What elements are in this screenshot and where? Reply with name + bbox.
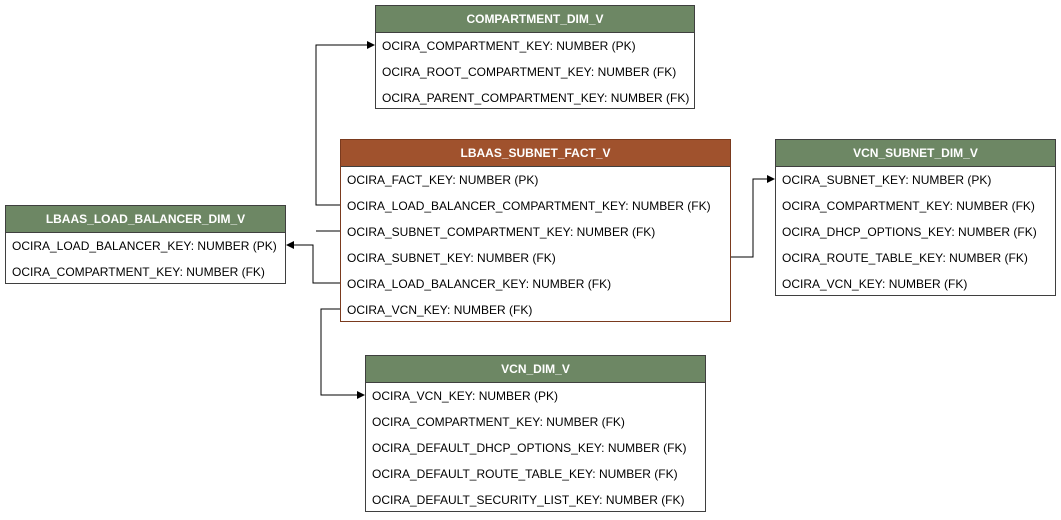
entity-field: OCIRA_DEFAULT_DHCP_OPTIONS_KEY: NUMBER (… bbox=[372, 441, 687, 455]
entity-field: OCIRA_SUBNET_KEY: NUMBER (PK) bbox=[782, 173, 992, 187]
entity-field: OCIRA_FACT_KEY: NUMBER (PK) bbox=[347, 173, 539, 187]
entity-compartment-dim-v[interactable]: COMPARTMENT_DIM_V OCIRA_COMPARTMENT_KEY:… bbox=[375, 5, 695, 109]
entity-field: OCIRA_SUBNET_KEY: NUMBER (FK) bbox=[347, 251, 556, 265]
entity-vcn-subnet-dim-v[interactable]: VCN_SUBNET_DIM_V OCIRA_SUBNET_KEY: NUMBE… bbox=[775, 139, 1056, 296]
entity-lbaas-load-balancer-dim-v[interactable]: LBAAS_LOAD_BALANCER_DIM_V OCIRA_LOAD_BAL… bbox=[5, 205, 286, 284]
entity-title: VCN_DIM_V bbox=[366, 356, 705, 383]
entity-field: OCIRA_COMPARTMENT_KEY: NUMBER (FK) bbox=[12, 265, 265, 279]
entity-title: COMPARTMENT_DIM_V bbox=[376, 6, 694, 33]
entity-title: LBAAS_LOAD_BALANCER_DIM_V bbox=[6, 206, 285, 233]
entity-field: OCIRA_DEFAULT_SECURITY_LIST_KEY: NUMBER … bbox=[372, 493, 685, 507]
entity-field: OCIRA_PARENT_COMPARTMENT_KEY: NUMBER (FK… bbox=[382, 91, 690, 105]
entity-field: OCIRA_LOAD_BALANCER_KEY: NUMBER (PK) bbox=[12, 239, 277, 253]
entity-field: OCIRA_LOAD_BALANCER_KEY: NUMBER (FK) bbox=[347, 277, 612, 291]
entity-field: OCIRA_ROUTE_TABLE_KEY: NUMBER (FK) bbox=[782, 251, 1028, 265]
entity-field: OCIRA_COMPARTMENT_KEY: NUMBER (FK) bbox=[782, 199, 1035, 213]
entity-title: LBAAS_SUBNET_FACT_V bbox=[341, 140, 730, 167]
entity-field: OCIRA_SUBNET_COMPARTMENT_KEY: NUMBER (FK… bbox=[347, 225, 656, 239]
entity-field: OCIRA_DHCP_OPTIONS_KEY: NUMBER (FK) bbox=[782, 225, 1037, 239]
edge-lb-key-to-lb-dim bbox=[286, 241, 341, 284]
entity-vcn-dim-v[interactable]: VCN_DIM_V OCIRA_VCN_KEY: NUMBER (PK) OCI… bbox=[365, 355, 706, 512]
entity-field: OCIRA_COMPARTMENT_KEY: NUMBER (PK) bbox=[382, 39, 636, 53]
entity-field: OCIRA_DEFAULT_ROUTE_TABLE_KEY: NUMBER (F… bbox=[372, 467, 678, 481]
entity-field: OCIRA_LOAD_BALANCER_COMPARTMENT_KEY: NUM… bbox=[347, 199, 711, 213]
entity-title: VCN_SUBNET_DIM_V bbox=[776, 140, 1055, 167]
edge-subnet-key-to-vcn-subnet-dim bbox=[731, 175, 775, 258]
entity-field: OCIRA_COMPARTMENT_KEY: NUMBER (FK) bbox=[372, 415, 625, 429]
entity-lbaas-subnet-fact-v[interactable]: LBAAS_SUBNET_FACT_V OCIRA_FACT_KEY: NUMB… bbox=[340, 139, 731, 322]
entity-field: OCIRA_VCN_KEY: NUMBER (FK) bbox=[347, 303, 533, 317]
entity-field: OCIRA_VCN_KEY: NUMBER (FK) bbox=[782, 277, 968, 291]
entity-field: OCIRA_ROOT_COMPARTMENT_KEY: NUMBER (FK) bbox=[382, 65, 677, 79]
entity-field: OCIRA_VCN_KEY: NUMBER (PK) bbox=[372, 389, 559, 403]
